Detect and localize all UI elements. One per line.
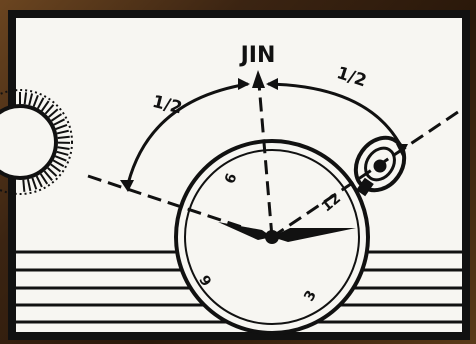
sun-ray	[58, 137, 70, 138]
sun-ray	[23, 180, 24, 192]
hand-pivot	[265, 230, 279, 244]
north-label: JIN	[239, 43, 276, 68]
